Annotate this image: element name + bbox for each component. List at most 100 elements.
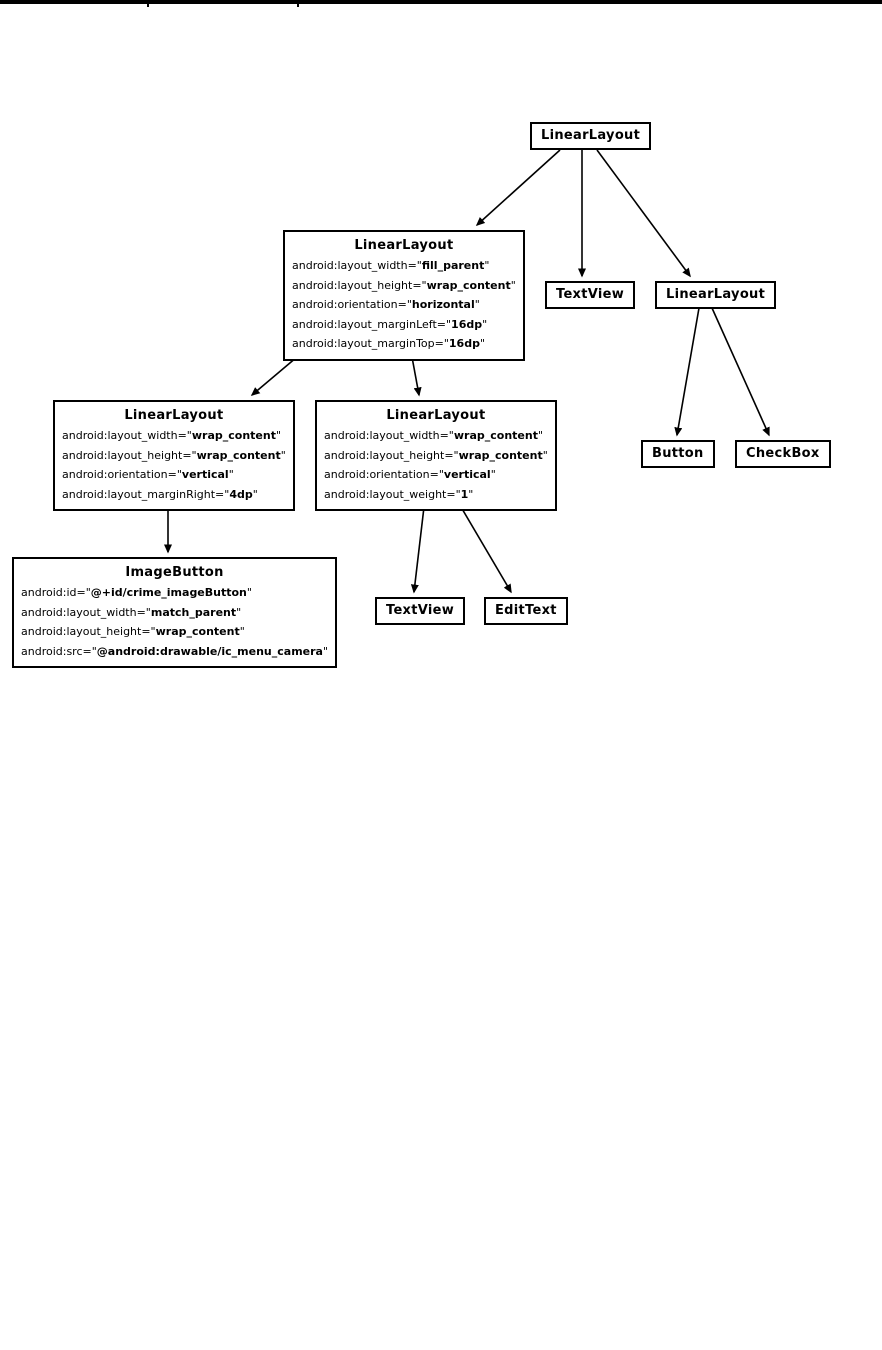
page-top-rule bbox=[0, 0, 882, 4]
attr-suffix: " bbox=[537, 429, 544, 442]
attr-value: 1 bbox=[460, 487, 469, 501]
attr-prefix: android:layout_height=" bbox=[324, 448, 459, 462]
node-title: Button bbox=[652, 446, 704, 461]
node-right-linearlayout: LinearLayout bbox=[655, 281, 777, 309]
attr-prefix: android:layout_height=" bbox=[292, 278, 427, 292]
attr-prefix: android:layout_marginLeft=" bbox=[292, 317, 452, 331]
attr-orientation: android:orientation="vertical" bbox=[324, 465, 548, 485]
arrow-right-layout-to-button bbox=[674, 307, 700, 437]
node-button: Button bbox=[641, 440, 715, 468]
attr-value: 16dp bbox=[448, 337, 480, 350]
attr-value: wrap_content bbox=[458, 448, 543, 462]
node-imagebutton: ImageButton android:id="@+id/crime_image… bbox=[12, 557, 338, 668]
attr-suffix: " bbox=[479, 337, 486, 350]
attr-value: wrap_content bbox=[191, 429, 276, 442]
node-title: LinearLayout bbox=[666, 287, 766, 302]
attr-id: android:id="@+id/crime_imageButton" bbox=[21, 583, 328, 603]
attr-prefix: android:id=" bbox=[21, 586, 91, 599]
attr-suffix: " bbox=[322, 644, 329, 658]
node-title: ImageButton bbox=[125, 565, 224, 580]
attr-margin-top: android:layout_marginTop="16dp" bbox=[292, 334, 516, 354]
node-root-linearlayout: LinearLayout bbox=[530, 122, 652, 150]
node-title: TextView bbox=[556, 287, 625, 302]
attr-suffix: " bbox=[246, 586, 252, 599]
top-rule-tick bbox=[147, 4, 149, 7]
attr-value: vertical bbox=[443, 468, 491, 481]
attr-value: wrap_content bbox=[426, 278, 511, 292]
attr-layout-height: android:layout_height="wrap_content" bbox=[324, 446, 548, 466]
attr-value: wrap_content bbox=[453, 429, 538, 442]
node-row-linearlayout: LinearLayout android:layout_width="fill_… bbox=[283, 230, 525, 361]
attr-value: wrap_content bbox=[155, 625, 240, 638]
attr-prefix: android:orientation=" bbox=[292, 298, 412, 311]
attr-layout-width: android:layout_width="wrap_content" bbox=[62, 426, 286, 446]
attr-value: horizontal bbox=[411, 298, 475, 311]
node-title: LinearLayout bbox=[124, 408, 224, 423]
attr-prefix: android:layout_weight=" bbox=[324, 487, 461, 501]
node-textview-bottom: TextView bbox=[375, 597, 466, 625]
attr-suffix: " bbox=[228, 468, 234, 481]
attr-suffix: " bbox=[474, 298, 480, 311]
attr-orientation: android:orientation="horizontal" bbox=[292, 295, 516, 315]
attr-suffix: " bbox=[239, 625, 245, 638]
attr-suffix: " bbox=[280, 448, 286, 462]
node-title: LinearLayout bbox=[354, 238, 454, 253]
top-rule-tick bbox=[297, 4, 299, 7]
attr-layout-height: android:layout_height="wrap_content" bbox=[21, 622, 328, 642]
attr-value: wrap_content bbox=[196, 448, 281, 462]
attr-layout-width: android:layout_width="wrap_content" bbox=[324, 426, 548, 446]
attr-prefix: android:layout_width=" bbox=[292, 259, 422, 272]
attr-value: match_parent bbox=[150, 605, 237, 619]
attr-prefix: android:layout_height=" bbox=[62, 448, 197, 462]
attr-suffix: " bbox=[484, 259, 490, 272]
attr-prefix: android:src=" bbox=[21, 644, 97, 658]
attr-layout-weight: android:layout_weight="1" bbox=[324, 485, 548, 505]
attr-suffix: " bbox=[542, 448, 548, 462]
node-left-column-linearlayout: LinearLayout android:layout_width="wrap_… bbox=[53, 400, 295, 511]
node-edittext: EditText bbox=[484, 597, 568, 625]
attr-value: @android:drawable/ic_menu_camera bbox=[96, 644, 323, 658]
attr-prefix: android:layout_width=" bbox=[21, 605, 151, 619]
attr-suffix: " bbox=[468, 487, 474, 501]
attr-value: 16dp bbox=[451, 317, 483, 331]
arrow-row-to-mid-column bbox=[411, 356, 422, 397]
attr-margin-left: android:layout_marginLeft="16dp" bbox=[292, 315, 516, 335]
arrow-mid-column-to-edittext bbox=[460, 506, 512, 594]
attr-prefix: android:layout_height=" bbox=[21, 625, 156, 638]
attr-layout-width: android:layout_width="fill_parent" bbox=[292, 256, 516, 276]
attr-prefix: android:layout_marginTop=" bbox=[292, 337, 449, 350]
arrow-right-layout-to-checkbox bbox=[711, 307, 770, 437]
node-title: EditText bbox=[495, 603, 557, 618]
attr-value: @+id/crime_imageButton bbox=[90, 586, 247, 599]
node-title: LinearLayout bbox=[541, 128, 641, 143]
arrow-mid-column-to-textview bbox=[410, 506, 425, 594]
attr-layout-height: android:layout_height="wrap_content" bbox=[292, 276, 516, 296]
node-textview-top: TextView bbox=[545, 281, 636, 309]
node-title: CheckBox bbox=[746, 446, 820, 461]
attr-prefix: android:orientation=" bbox=[324, 468, 444, 481]
attr-margin-right: android:layout_marginRight="4dp" bbox=[62, 485, 286, 505]
node-checkbox: CheckBox bbox=[735, 440, 831, 468]
hierarchy-diagram: LinearLayout LinearLayout android:layout… bbox=[12, 122, 831, 668]
attr-orientation: android:orientation="vertical" bbox=[62, 465, 286, 485]
attr-value: 4dp bbox=[229, 487, 253, 501]
attr-suffix: " bbox=[236, 605, 242, 619]
node-title: LinearLayout bbox=[386, 408, 486, 423]
attr-layout-width: android:layout_width="match_parent" bbox=[21, 603, 328, 623]
attr-prefix: android:orientation=" bbox=[62, 468, 182, 481]
attr-src: android:src="@android:drawable/ic_menu_c… bbox=[21, 642, 328, 662]
attr-prefix: android:layout_width=" bbox=[324, 429, 454, 442]
attr-suffix: " bbox=[482, 317, 488, 331]
attr-prefix: android:layout_marginRight=" bbox=[62, 487, 230, 501]
attr-suffix: " bbox=[275, 429, 282, 442]
arrow-root-to-right-layout bbox=[596, 149, 691, 278]
attr-suffix: " bbox=[252, 487, 258, 501]
arrow-row-to-left-column bbox=[250, 356, 298, 396]
attr-suffix: " bbox=[510, 278, 516, 292]
node-title: TextView bbox=[386, 603, 455, 618]
attr-layout-height: android:layout_height="wrap_content" bbox=[62, 446, 286, 466]
arrow-root-to-row-layout bbox=[475, 149, 561, 227]
attr-suffix: " bbox=[490, 468, 496, 481]
node-mid-column-linearlayout: LinearLayout android:layout_width="wrap_… bbox=[315, 400, 557, 511]
